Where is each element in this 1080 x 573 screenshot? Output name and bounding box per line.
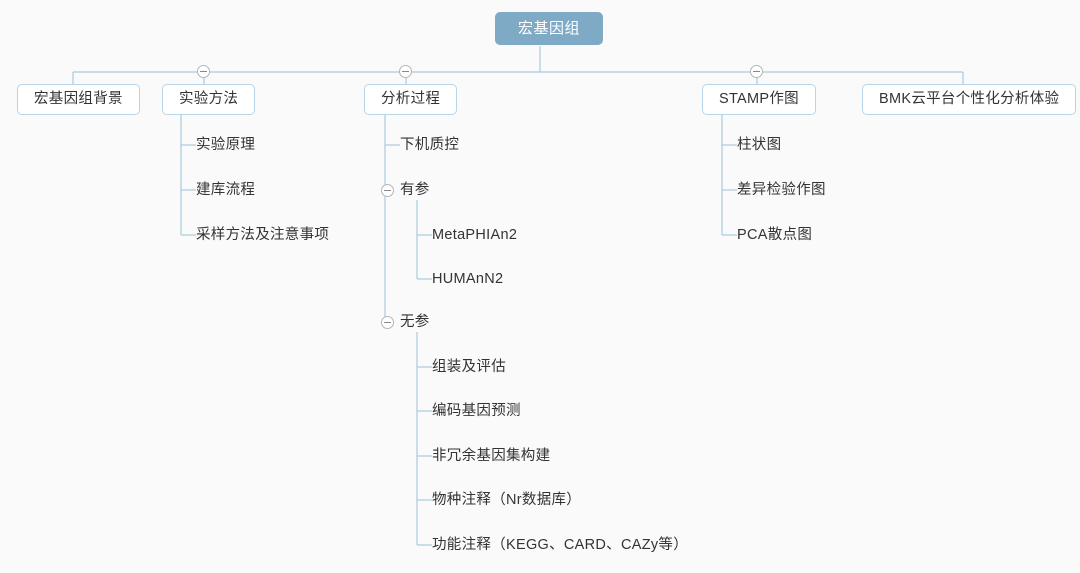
collapse-toggle-reference-based[interactable] <box>381 184 394 197</box>
leaf-taxonomy-annotation[interactable]: 物种注释（Nr数据库） <box>432 492 582 508</box>
node-stamp-plot[interactable]: STAMP作图 <box>702 84 816 115</box>
node-experiment-method[interactable]: 实验方法 <box>162 84 256 115</box>
leaf-nonredundant-geneset[interactable]: 非冗余基因集构建 <box>432 448 551 464</box>
node-reference-based[interactable]: 有参 <box>400 182 430 198</box>
collapse-toggle-analysis-process[interactable] <box>399 65 412 78</box>
node-background[interactable]: 宏基因组背景 <box>17 84 140 115</box>
leaf-gene-prediction[interactable]: 编码基因预测 <box>432 403 521 419</box>
leaf-library-workflow[interactable]: 建库流程 <box>196 182 256 198</box>
root-node[interactable]: 宏基因组 <box>495 12 604 45</box>
leaf-sampling-method[interactable]: 采样方法及注意事项 <box>196 227 330 243</box>
leaf-qc[interactable]: 下机质控 <box>400 137 460 153</box>
node-analysis-process[interactable]: 分析过程 <box>364 84 458 115</box>
collapse-toggle-stamp-plot[interactable] <box>750 65 763 78</box>
leaf-pca-scatter[interactable]: PCA散点图 <box>737 227 813 243</box>
leaf-humann2[interactable]: HUMAnN2 <box>432 271 504 287</box>
node-de-novo[interactable]: 无参 <box>400 314 430 330</box>
leaf-experiment-principle[interactable]: 实验原理 <box>196 137 256 153</box>
collapse-toggle-de-novo[interactable] <box>381 316 394 329</box>
leaf-metaphlan2[interactable]: MetaPHIAn2 <box>432 227 518 243</box>
leaf-assembly-assessment[interactable]: 组装及评估 <box>432 359 506 375</box>
collapse-toggle-experiment-method[interactable] <box>197 65 210 78</box>
leaf-bar-chart[interactable]: 柱状图 <box>737 137 782 153</box>
leaf-function-annotation[interactable]: 功能注释（KEGG、CARD、CAZy等） <box>432 537 689 553</box>
leaf-difference-test-plot[interactable]: 差异检验作图 <box>737 182 826 198</box>
node-bmk-cloud[interactable]: BMK云平台个性化分析体验 <box>862 84 1077 115</box>
